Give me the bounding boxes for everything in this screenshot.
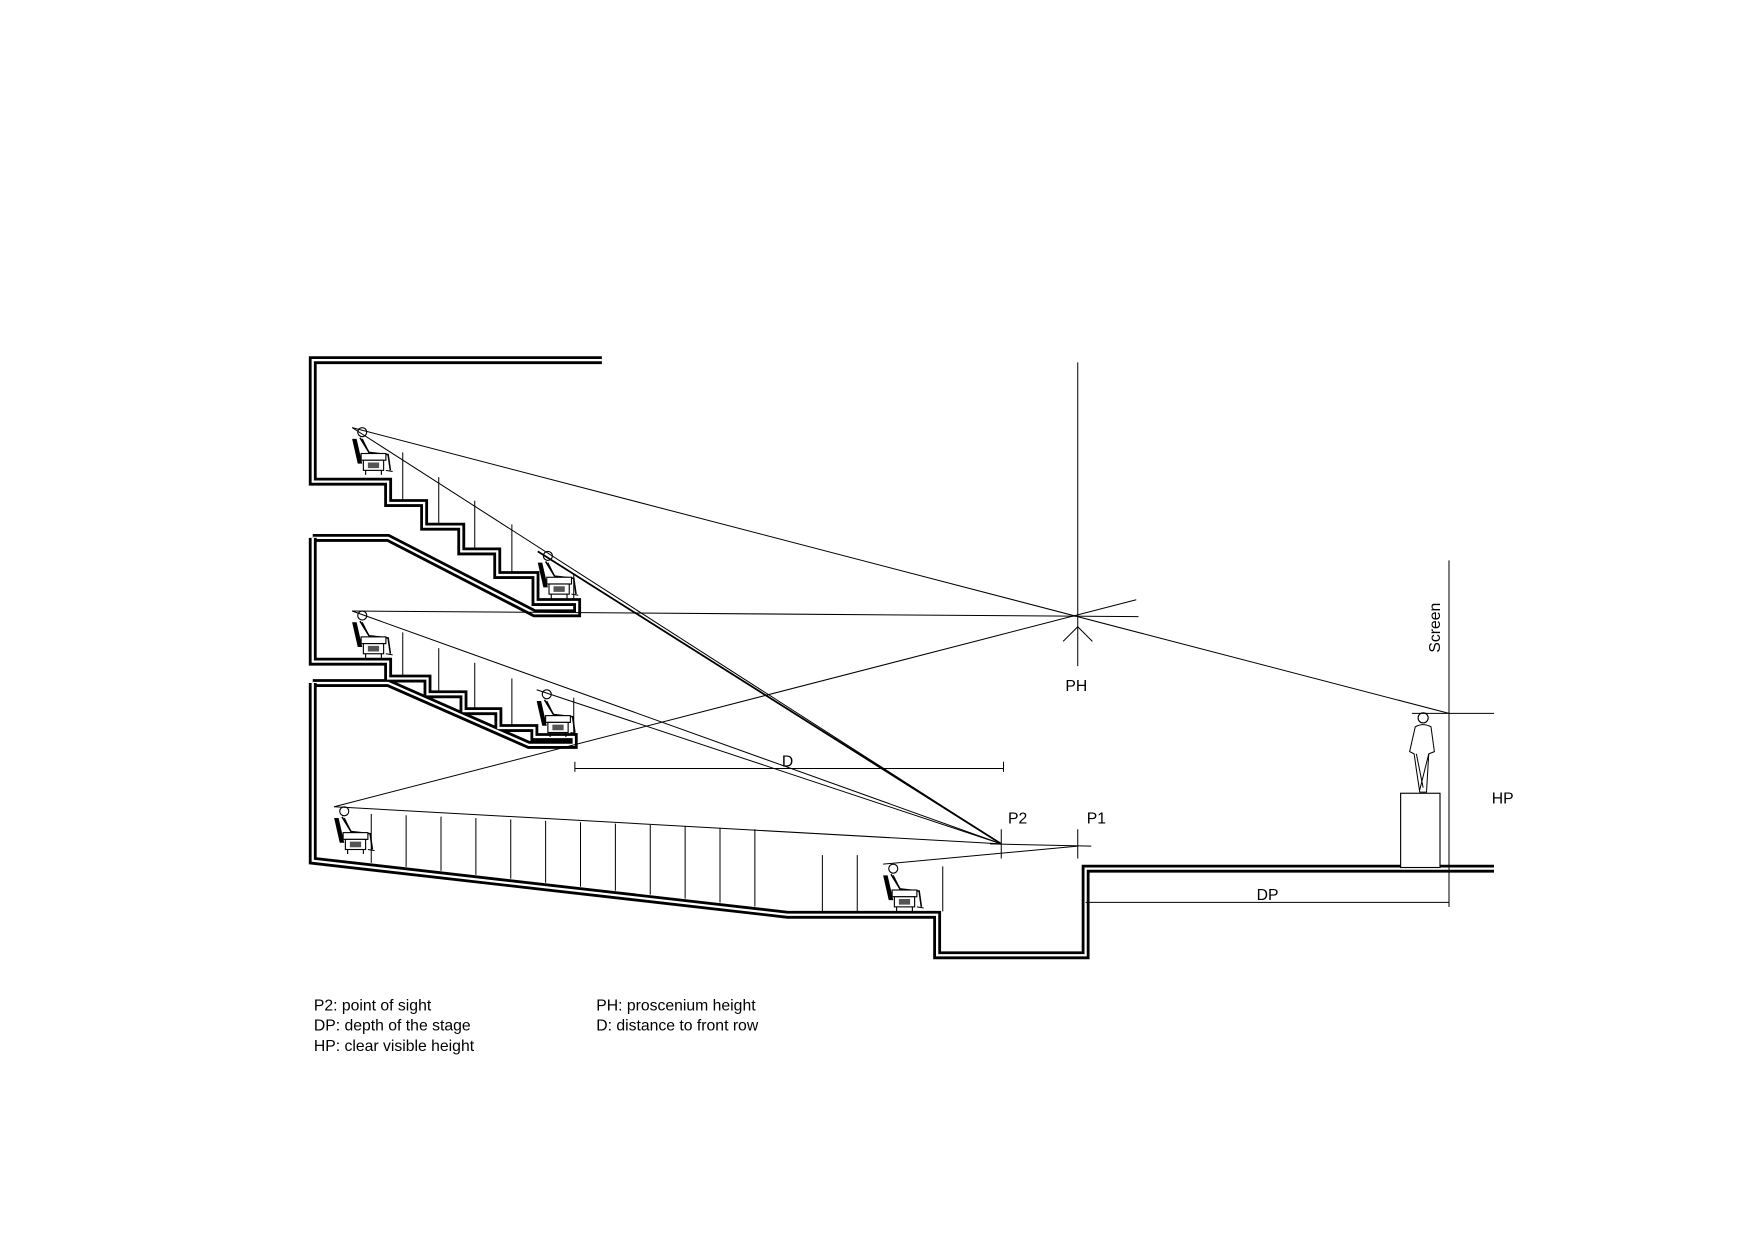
legend-item: P2: point of sight (314, 997, 432, 1014)
balcony-upper-structure (308, 356, 602, 618)
legend-item: PH: proscenium height (596, 997, 756, 1014)
spectator-figure (882, 863, 925, 913)
legend-item: DP: depth of the stage (314, 1018, 471, 1035)
spectator-figure (536, 550, 580, 600)
point-p1: P1 (1077, 811, 1106, 859)
label-screen: Screen (1427, 603, 1444, 653)
screen-line: Screen (1411, 560, 1494, 907)
label-p2: P2 (1008, 811, 1027, 828)
sight-lines (333, 427, 1450, 865)
spectator-figure (351, 426, 394, 476)
label-d: D (782, 753, 793, 770)
stage-performer (1400, 712, 1441, 869)
legend: P2: point of sight DP: depth of the stag… (314, 997, 759, 1055)
balcony-middle-structure (308, 537, 578, 749)
dimension-d: D (574, 753, 1005, 772)
label-ph: PH (1065, 678, 1087, 695)
label-p1: P1 (1087, 811, 1106, 828)
stalls-and-stage-structure (308, 683, 1494, 960)
legend-item: D: distance to front row (596, 1018, 759, 1035)
point-p2: P2 (1000, 811, 1027, 859)
legend-item: HP: clear visible height (314, 1038, 475, 1055)
proscenium-height-marker: PH (1062, 362, 1093, 695)
spectator-figure (333, 805, 376, 855)
risers (370, 452, 944, 912)
label-hp: HP (1492, 790, 1514, 807)
dimension-dp: DP (1085, 887, 1449, 904)
label-dp: DP (1257, 887, 1279, 904)
